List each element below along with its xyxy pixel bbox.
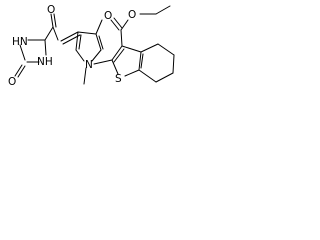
atom-o-ester-ether: O (128, 9, 136, 21)
benzothiophene-ring (93, 43, 175, 83)
atom-s-thiophene: S (115, 73, 122, 85)
hydantoin-ring (14, 13, 59, 78)
structure-canvas: O HN NH O N O O S (0, 0, 183, 108)
atom-nh-hydantoin-left: HN (12, 36, 28, 48)
atom-n-pyrrole: N (85, 59, 93, 71)
atom-nh-hydantoin-bottom: NH (37, 56, 53, 68)
atom-o-ester-carbonyl: O (104, 10, 112, 22)
atom-o-hydantoin-top: O (47, 4, 55, 16)
molecule-drawing: O HN NH O N O O S (8, 4, 175, 88)
pyrrole-ring (75, 19, 104, 85)
ethyl-ester (110, 5, 171, 47)
atom-o-hydantoin-bottom: O (8, 76, 16, 88)
